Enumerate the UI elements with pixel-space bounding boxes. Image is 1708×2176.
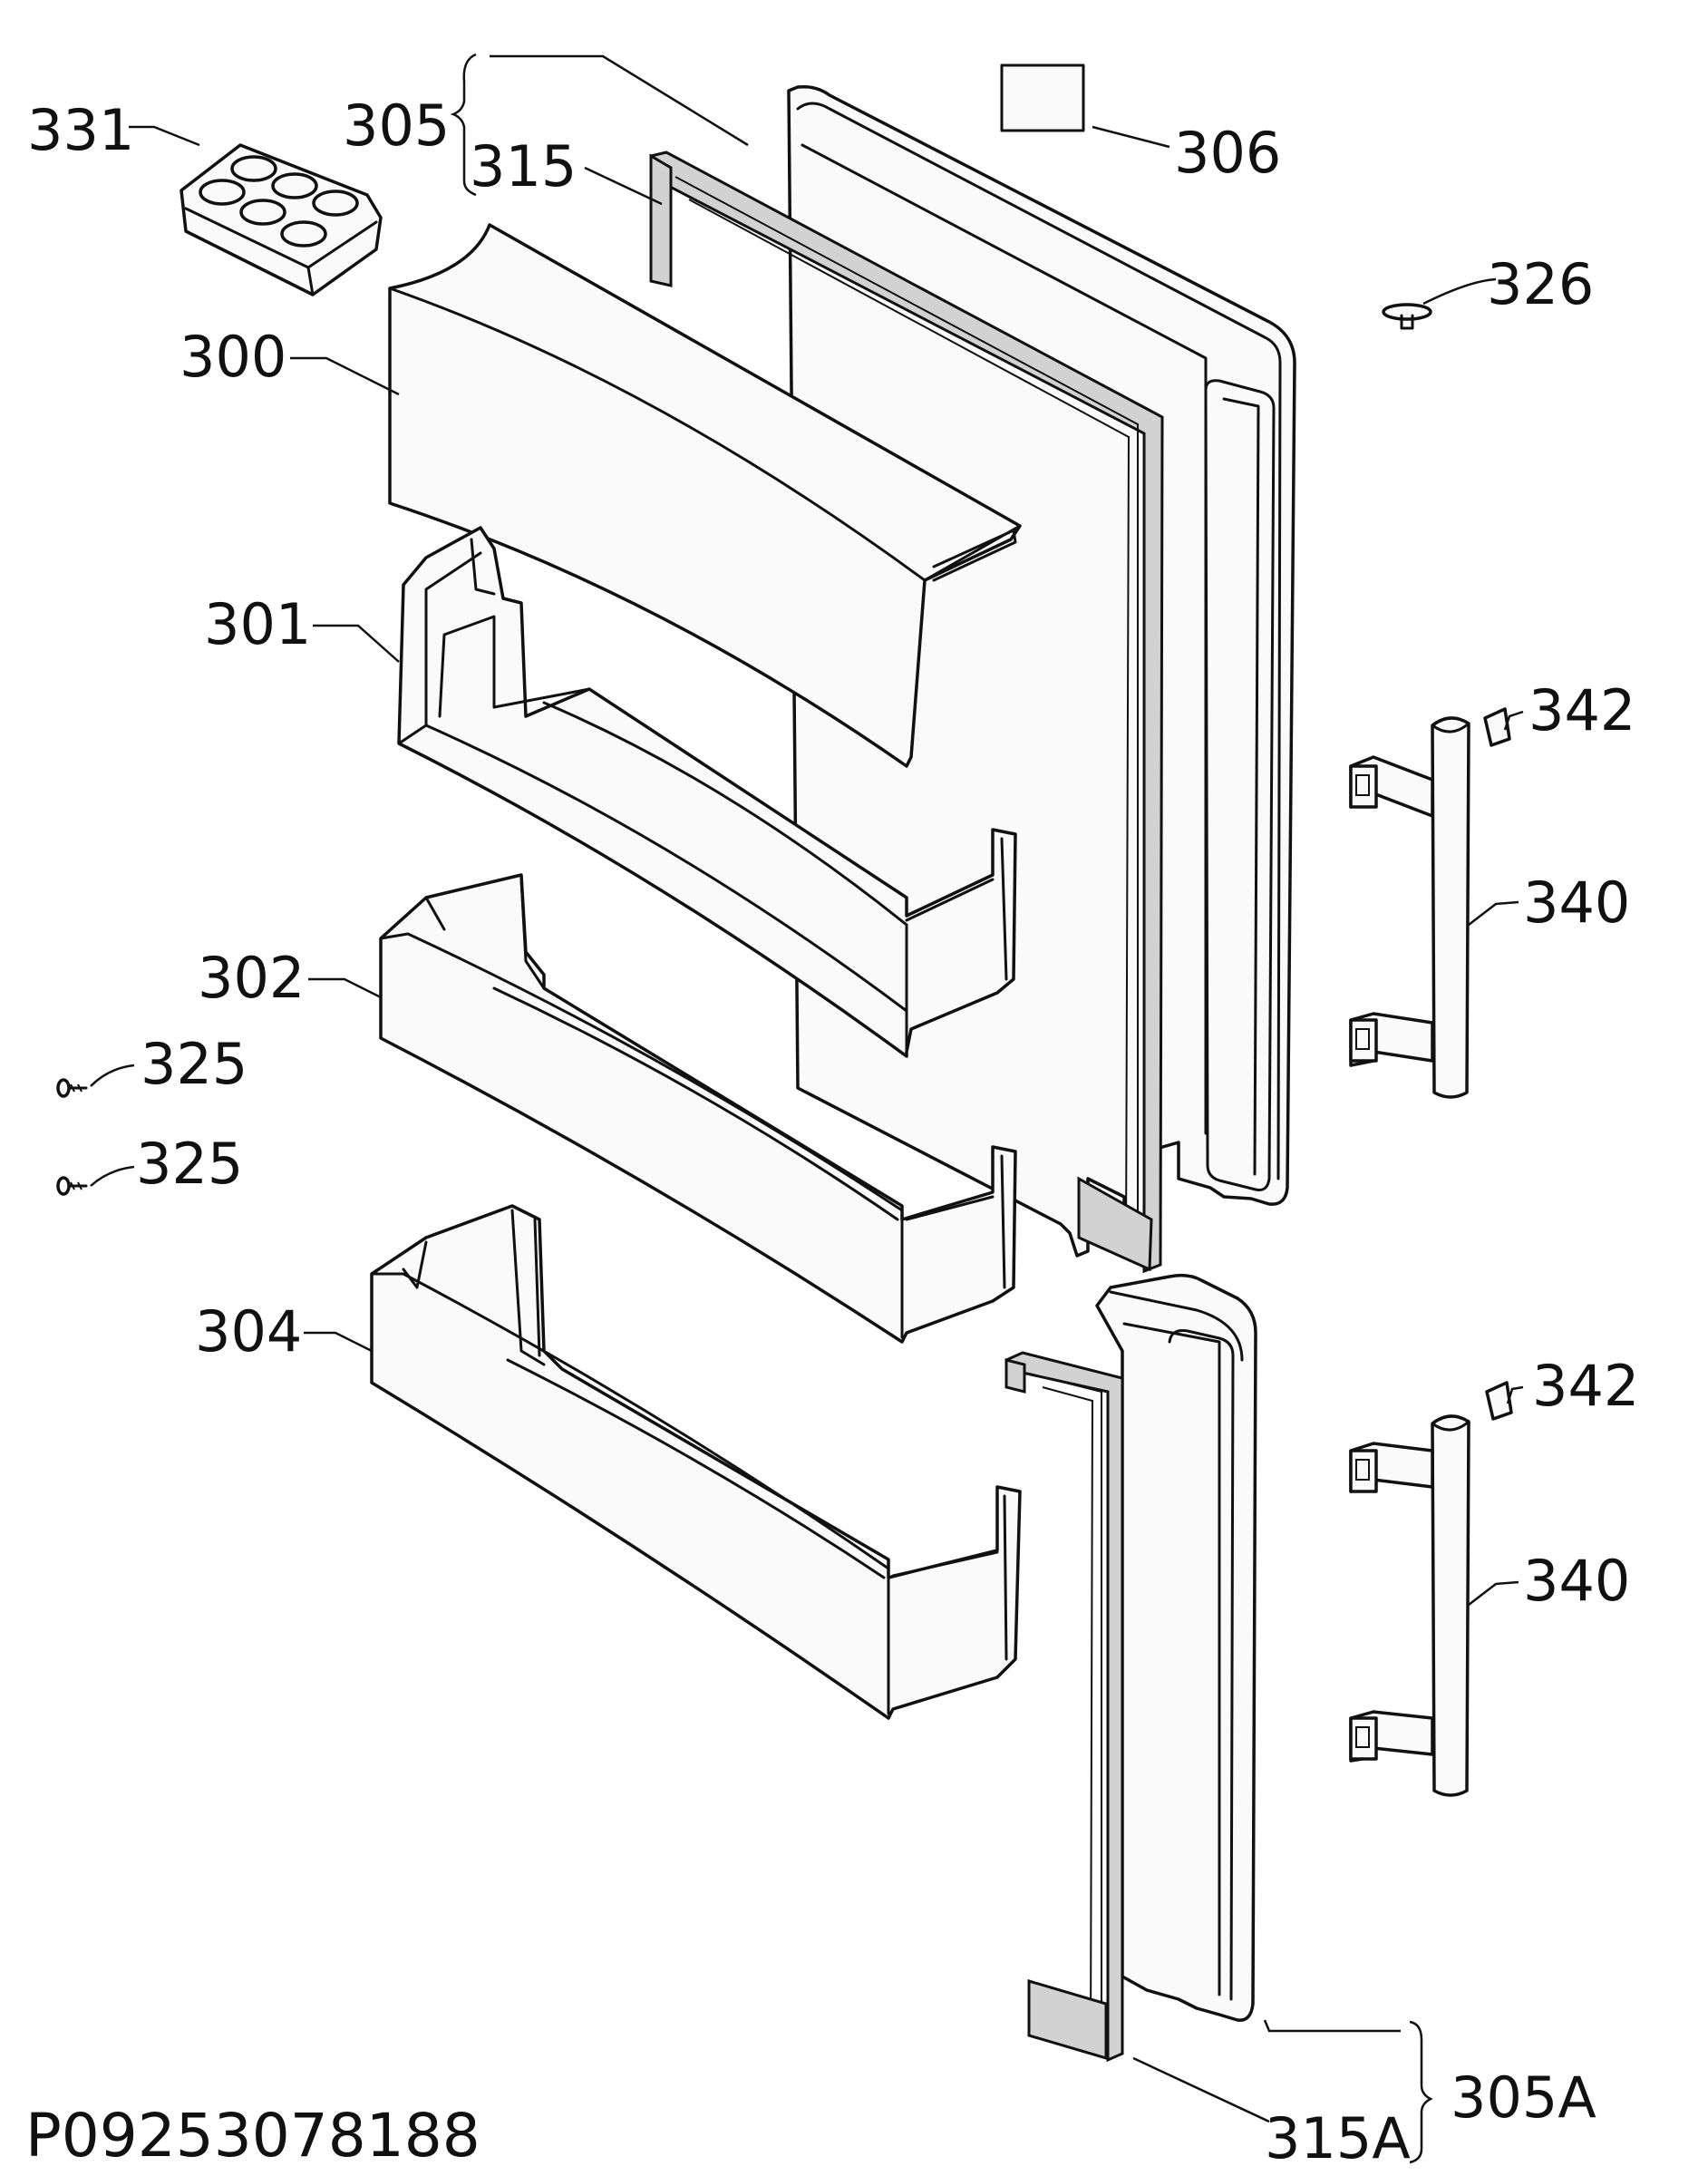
callout-labels: 331 305 315 306 326 300 301 342 340 302 … <box>25 92 1639 2171</box>
screw-upper <box>56 1078 88 1098</box>
callout-300: 300 <box>180 324 286 390</box>
callout-315A: 315A <box>1265 2105 1411 2171</box>
callout-304: 304 <box>195 1298 302 1365</box>
upper-handle-end-cap <box>1483 707 1511 747</box>
callout-340-upper: 340 <box>1523 869 1630 936</box>
callout-342-lower: 342 <box>1532 1353 1639 1419</box>
callout-326: 326 <box>1487 251 1594 317</box>
lower-door-panel <box>1095 1273 1257 2022</box>
middle-door-bin <box>379 873 1017 1344</box>
callout-305A: 305A <box>1451 2064 1596 2131</box>
callout-340-lower: 340 <box>1523 1548 1630 1614</box>
leader-lines <box>90 53 1524 2164</box>
egg-tray <box>180 143 383 296</box>
lower-handle-end-cap <box>1485 1381 1513 1421</box>
callout-301: 301 <box>204 591 311 657</box>
screw-lower <box>56 1176 88 1196</box>
upper-door-gasket <box>649 151 1164 1274</box>
callout-342-upper: 342 <box>1528 677 1635 743</box>
upper-shelf-lid <box>388 223 1022 768</box>
lower-door-bin <box>370 1204 1022 1720</box>
hinge-cap <box>1382 303 1432 330</box>
upper-door-handle <box>1349 716 1470 1099</box>
upper-door-bin <box>397 526 1017 1058</box>
lower-door-gasket <box>1004 1351 1124 2063</box>
drawing-number: P09253078188 <box>25 2101 480 2171</box>
callout-302: 302 <box>198 945 305 1011</box>
callout-306: 306 <box>1174 120 1281 186</box>
lower-door-handle <box>1349 1414 1470 1797</box>
callout-305: 305 <box>343 92 450 159</box>
callout-315: 315 <box>470 133 577 199</box>
rating-label <box>1000 63 1085 132</box>
callout-325-upper: 325 <box>141 1031 247 1097</box>
callout-325-lower: 325 <box>136 1131 243 1197</box>
callout-331: 331 <box>27 97 134 163</box>
